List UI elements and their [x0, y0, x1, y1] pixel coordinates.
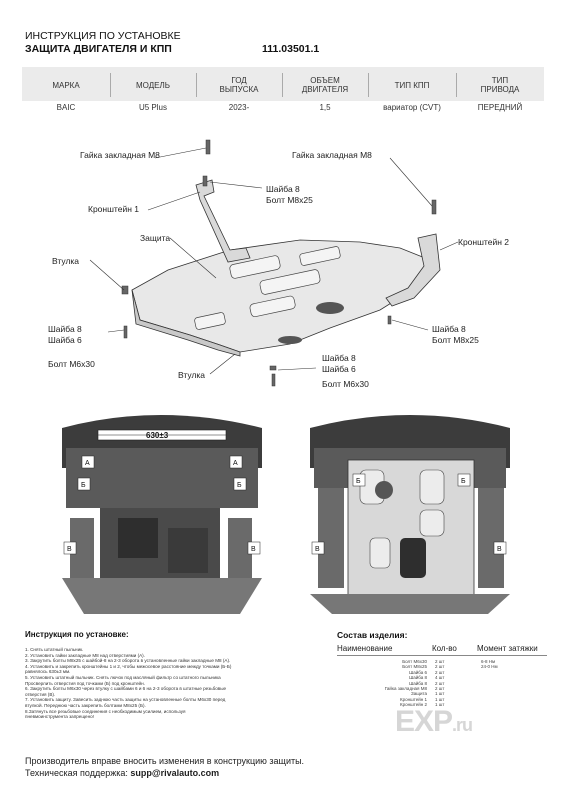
- instruction-step: пневмоинструмента запрещено!: [25, 714, 94, 720]
- footer-disclaimer: Производитель вправе вносить изменения в…: [25, 756, 305, 766]
- label-bolt-right: Болт М8х25: [432, 335, 479, 345]
- title-line-2: ЗАЩИТА ДВИГАТЕЛЯ И КПП: [25, 43, 172, 55]
- spec-col-engine: ОБЪЕМ ДВИГАТЕЛЯ 1,5: [301, 76, 349, 112]
- instruction-step: отверстия (В).: [25, 691, 56, 697]
- dimension-label: 630±3: [146, 431, 169, 440]
- instruction-step: 3. Закрутить болты М8х25 с шайбой-8 на 2…: [25, 658, 231, 664]
- title-line-1: ИНСТРУКЦИЯ ПО УСТАНОВКЕ: [25, 30, 181, 42]
- support-email-link[interactable]: supp@rivalauto.com: [130, 768, 220, 778]
- label-washer-right-1: Шайба 8: [432, 324, 466, 334]
- label-bracket-1: Кронштейн 1: [88, 204, 139, 214]
- marker-v-right: В: [251, 546, 256, 553]
- footer-support: Техническая поддержка: supp@rivalauto.co…: [25, 767, 304, 779]
- instruction-step: 6. Закрутить болты М6х30 через втулку с …: [25, 686, 227, 692]
- label-washer-bottom-1: Шайба 8: [322, 353, 356, 363]
- marker-v-left-after: В: [315, 546, 320, 553]
- marker-a-left: А: [85, 460, 90, 467]
- footer: Производитель вправе вносить изменения в…: [25, 755, 304, 779]
- photo-after: Б Б В В: [305, 408, 515, 616]
- instruction-step: 1. Снять штатный пыльник.: [25, 647, 84, 652]
- instructions-title: Инструкция по установке:: [25, 630, 129, 639]
- label-washer-top: Шайба 8: [266, 184, 300, 194]
- composition-table: Состав изделия: Наименование Кол-во Моме…: [337, 630, 547, 708]
- label-washer-left-1: Шайба 8: [48, 324, 82, 334]
- instruction-step: 8.Затянуть все резьбовые соединения с не…: [25, 708, 186, 714]
- composition-title: Состав изделия:: [337, 630, 408, 640]
- marker-b-right-after: Б: [461, 478, 466, 485]
- instruction-step: равнялось 630±3 мм.: [25, 669, 71, 675]
- spec-col-drive: ТИП ПРИВОДА ПЕРЕДНИЙ: [477, 76, 523, 112]
- instruction-step: 2. Установить гайки закладные М8 над отв…: [25, 652, 145, 658]
- underbody-photos: 630±3 А А Б Б В В Б Б В В: [57, 408, 515, 616]
- label-bolt-top: Болт М8х25: [266, 195, 313, 205]
- composition-header: Наименование Кол-во Момент затяжки: [337, 644, 547, 656]
- marker-v-right-after: В: [497, 546, 502, 553]
- spec-col-make: МАРКА BAIC: [52, 80, 80, 113]
- spec-col-year: ГОД ВЫПУСКА 2023-: [219, 76, 259, 112]
- label-nut-right: Гайка закладная М8: [292, 150, 372, 160]
- exploded-diagram: Гайка закладная М8 Гайка закладная М8 Ша…: [48, 139, 509, 389]
- label-bolt-left: Болт М6х30: [48, 359, 95, 369]
- instructions-steps: 1. Снять штатный пыльник. 2. Установить …: [25, 647, 315, 720]
- marker-a-right: А: [233, 460, 238, 467]
- instruction-step: 4. Установить и закрепить кронштейны 1 и…: [25, 663, 232, 669]
- instruction-step: Просверлить отверстия под точками (Б) по…: [25, 680, 145, 686]
- instruction-step: 5. Установить штатный пыльник. Снять люч…: [25, 674, 221, 680]
- spec-table: МАРКА BAIC МОДЕЛЬ U5 Plus ГОД ВЫПУСКА 20…: [22, 67, 544, 115]
- label-bolt-bottom: Болт М6х30: [322, 379, 369, 389]
- spec-col-gearbox: ТИП КПП вариатор (CVT): [383, 80, 441, 113]
- marker-b-left: Б: [81, 482, 86, 489]
- marker-v-left: В: [67, 546, 72, 553]
- label-guard: Защита: [140, 233, 170, 243]
- marker-b-left-after: Б: [356, 478, 361, 485]
- marker-b-right: Б: [237, 482, 242, 489]
- label-bracket-2: Кронштейн 2: [458, 237, 509, 247]
- label-washer-left-2: Шайба 6: [48, 335, 82, 345]
- label-bushing-bottom: Втулка: [178, 370, 205, 380]
- spec-col-model: МОДЕЛЬ U5 Plus: [136, 80, 170, 113]
- instruction-step: втулкой. Переднюю часть закрепить болтам…: [25, 702, 146, 708]
- document-title: ИНСТРУКЦИЯ ПО УСТАНОВКЕ ЗАЩИТА ДВИГАТЕЛЯ…: [25, 30, 181, 56]
- part-number: 111.03501.1: [262, 43, 320, 55]
- label-bushing-left: Втулка: [52, 256, 79, 266]
- support-label: Техническая поддержка:: [25, 768, 128, 778]
- label-nut-left: Гайка закладная М8: [80, 150, 160, 160]
- instruction-step: 7. Установить защиту. Завесить заднюю ча…: [25, 697, 226, 703]
- installation-instructions: Инструкция по установке: 1. Снять штатны…: [25, 630, 315, 720]
- label-washer-bottom-2: Шайба 6: [322, 364, 356, 374]
- photo-before: 630±3 А А Б Б В В: [57, 408, 267, 616]
- watermark: ЕХР.ru: [395, 705, 473, 738]
